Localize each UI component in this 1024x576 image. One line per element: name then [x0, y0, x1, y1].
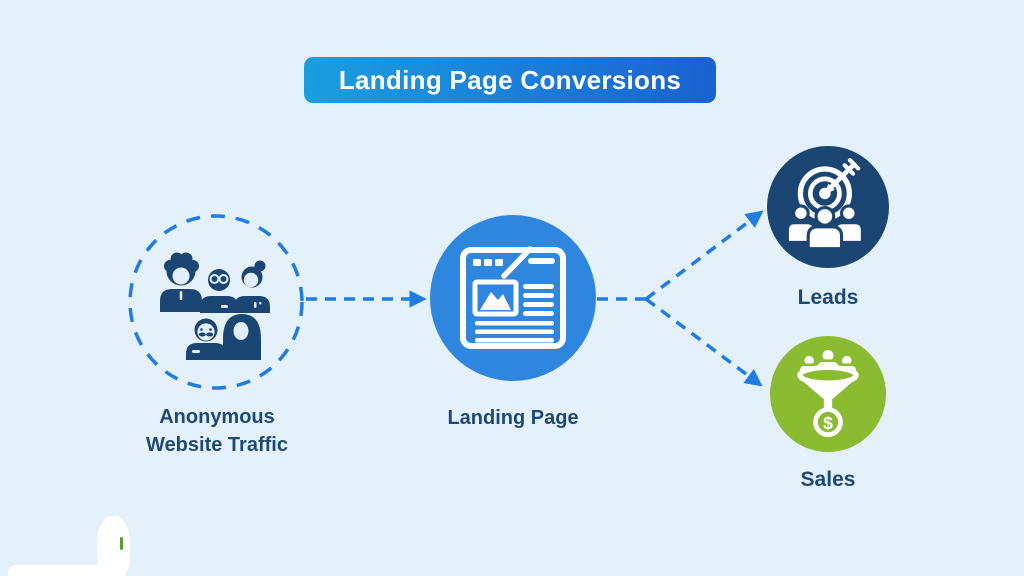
mountains-icon	[480, 292, 511, 310]
dart-arrow-icon	[823, 158, 861, 195]
leads-node	[767, 146, 889, 268]
person-hijab-icon	[223, 314, 261, 360]
landing-page-label: Landing Page	[447, 407, 579, 429]
dollar-coin-icon: $	[813, 407, 843, 437]
audience-people-icon	[785, 204, 864, 251]
person-glasses-icon	[200, 269, 238, 313]
arrow-landing-to-leads	[644, 210, 764, 301]
svg-text:$: $	[823, 413, 833, 433]
traffic-label-line2: Website Traffic	[146, 434, 288, 456]
target-audience-icon	[785, 158, 864, 251]
traffic-dashed-circle	[128, 214, 304, 390]
people-group-icon	[160, 252, 270, 360]
watermark-green-speck	[120, 537, 123, 550]
diagram-title: Landing Page Conversions	[304, 57, 716, 103]
pencil-slash-icon	[501, 246, 533, 279]
sales-label: Sales	[800, 468, 856, 491]
traffic-label-line1: Anonymous	[159, 406, 275, 428]
traffic-label: Anonymous Website Traffic	[77, 403, 357, 459]
person-mustache-icon	[186, 318, 226, 360]
person-curly-hair-icon	[160, 252, 202, 312]
funnel-icon	[797, 364, 859, 410]
arrow-landing-to-sales	[644, 297, 763, 387]
browser-window-icon	[460, 246, 566, 349]
leads-label: Leads	[797, 286, 859, 309]
image-placeholder-icon	[472, 279, 519, 317]
watermark-strip	[8, 565, 126, 576]
sales-funnel-icon: $	[797, 347, 859, 437]
landing-page-node	[430, 215, 596, 381]
person-hair-bun-icon	[234, 260, 270, 313]
sales-node: $	[770, 336, 886, 452]
